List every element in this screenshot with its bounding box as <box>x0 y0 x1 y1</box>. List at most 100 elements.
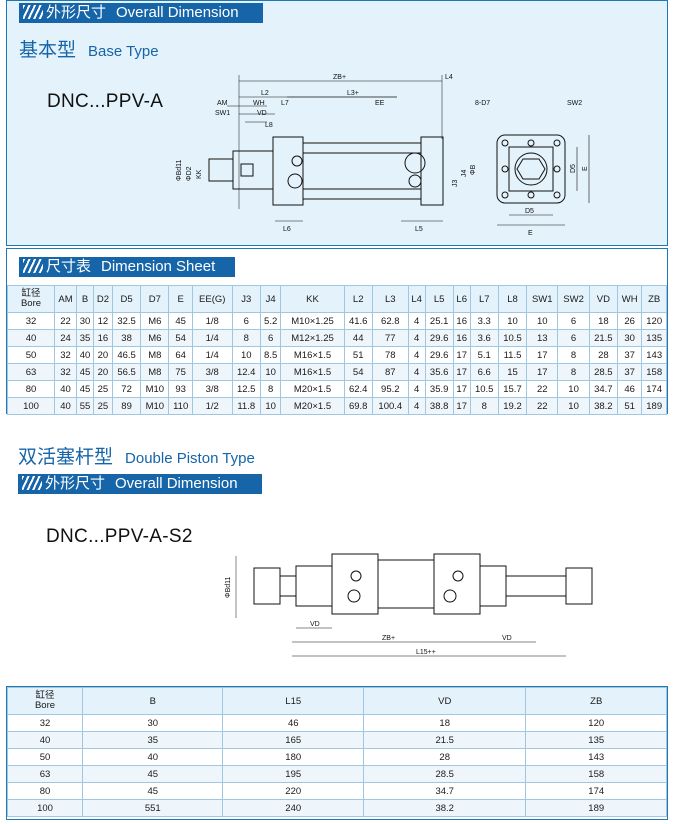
table-cell: 75 <box>168 363 193 381</box>
table-cell: 51 <box>616 397 643 415</box>
label-j4: J4 <box>461 170 468 178</box>
table-cell: 50 <box>7 748 83 766</box>
table-cell: 35.9 <box>424 380 454 398</box>
table-cell: 17 <box>452 346 471 364</box>
table-cell: 189 <box>641 397 667 415</box>
table-cell: 28 <box>362 748 527 766</box>
column-header: L2 <box>343 285 373 313</box>
table-cell: 10.5 <box>469 380 499 398</box>
table-cell: 17 <box>452 380 471 398</box>
label-d5-vertical: D5 <box>570 164 577 173</box>
table-cell: 195 <box>222 765 364 783</box>
table-cell: 28 <box>588 346 618 364</box>
table-cell: 32 <box>53 363 78 381</box>
column-header: ZB <box>641 285 667 313</box>
table-cell: 135 <box>641 329 667 347</box>
table-cell: 10 <box>231 346 261 364</box>
table-cell: 40 <box>53 380 78 398</box>
column-header: D7 <box>140 285 170 313</box>
table-cell: 10 <box>259 363 282 381</box>
table-cell: 6 <box>231 312 261 330</box>
label-b: ΦB <box>470 164 477 175</box>
table-cell: 3/8 <box>191 363 233 381</box>
table-cell: M12×1.25 <box>280 329 345 347</box>
table-cell: 78 <box>371 346 409 364</box>
table-cell: 29.6 <box>424 329 454 347</box>
table-cell: 56.5 <box>111 363 142 381</box>
table-cell: 35 <box>76 329 94 347</box>
table-cell: 22 <box>53 312 78 330</box>
label-sw2: SW2 <box>567 100 582 107</box>
table-cell: 30 <box>616 329 643 347</box>
table-cell: 45 <box>81 765 224 783</box>
table-cell: 180 <box>222 748 364 766</box>
table-cell: 35.6 <box>424 363 454 381</box>
table-cell: 40 <box>7 731 83 749</box>
table-cell: 4 <box>407 346 426 364</box>
table-cell: 3/8 <box>191 380 233 398</box>
table-cell: 18 <box>588 312 618 330</box>
column-header: L6 <box>452 285 471 313</box>
label-e-horizontal: E <box>528 230 533 237</box>
table-cell: M10 <box>140 380 170 398</box>
label-l2: L2 <box>261 90 269 97</box>
table-cell: 1/4 <box>191 329 233 347</box>
table-cell: 551 <box>81 799 224 817</box>
table-cell: 45 <box>168 312 193 330</box>
table-cell: 30 <box>76 312 94 330</box>
table-cell: 40 <box>81 748 224 766</box>
table-cell: 10.5 <box>497 329 528 347</box>
table-cell: 10 <box>557 380 590 398</box>
table-cell: M6 <box>140 329 170 347</box>
table-cell: 18 <box>362 714 527 732</box>
column-header: J4 <box>259 285 282 313</box>
table-cell: 80 <box>7 782 83 800</box>
table-cell: 12.5 <box>231 380 261 398</box>
table-cell: 12.4 <box>231 363 261 381</box>
table-cell: 16 <box>452 329 471 347</box>
table-cell: 6 <box>557 329 590 347</box>
table-cell: 10 <box>526 312 559 330</box>
table-cell: 1/2 <box>191 397 233 415</box>
table-cell: 11.5 <box>497 346 528 364</box>
table-cell: M6 <box>140 312 170 330</box>
table-cell: 26 <box>616 312 643 330</box>
label-vd-left: VD <box>310 621 320 628</box>
table-cell: 21.5 <box>362 731 527 749</box>
table-cell: 189 <box>525 799 667 817</box>
column-header: L15 <box>222 687 364 715</box>
base-type-drawing: ZB+ L4 L2 L3+ AM WH L7 SW1 VD L8 EE ΦBd1… <box>176 74 590 237</box>
table-cell: M20×1.5 <box>280 380 345 398</box>
stripes-icon <box>23 5 43 19</box>
table-cell: 6 <box>259 329 282 347</box>
label-vd: VD <box>257 110 267 117</box>
column-header: L7 <box>469 285 499 313</box>
table-cell: 110 <box>168 397 193 415</box>
table-cell: 240 <box>222 799 364 817</box>
table-cell: 45 <box>76 380 94 398</box>
table-cell: 46 <box>616 380 643 398</box>
table-cell: 20 <box>92 363 113 381</box>
table-cell: 174 <box>641 380 667 398</box>
table-cell: 19.2 <box>497 397 528 415</box>
table-cell: 63 <box>7 765 83 783</box>
table-cell: 41.6 <box>343 312 373 330</box>
table-cell: 95.2 <box>371 380 409 398</box>
label-d2: ΦD2 <box>186 166 193 181</box>
model-label: DNC...PPV-A <box>47 91 164 112</box>
table-cell: 6.6 <box>469 363 499 381</box>
label-e-vertical: E <box>582 166 589 171</box>
label-wh: WH <box>253 100 265 107</box>
